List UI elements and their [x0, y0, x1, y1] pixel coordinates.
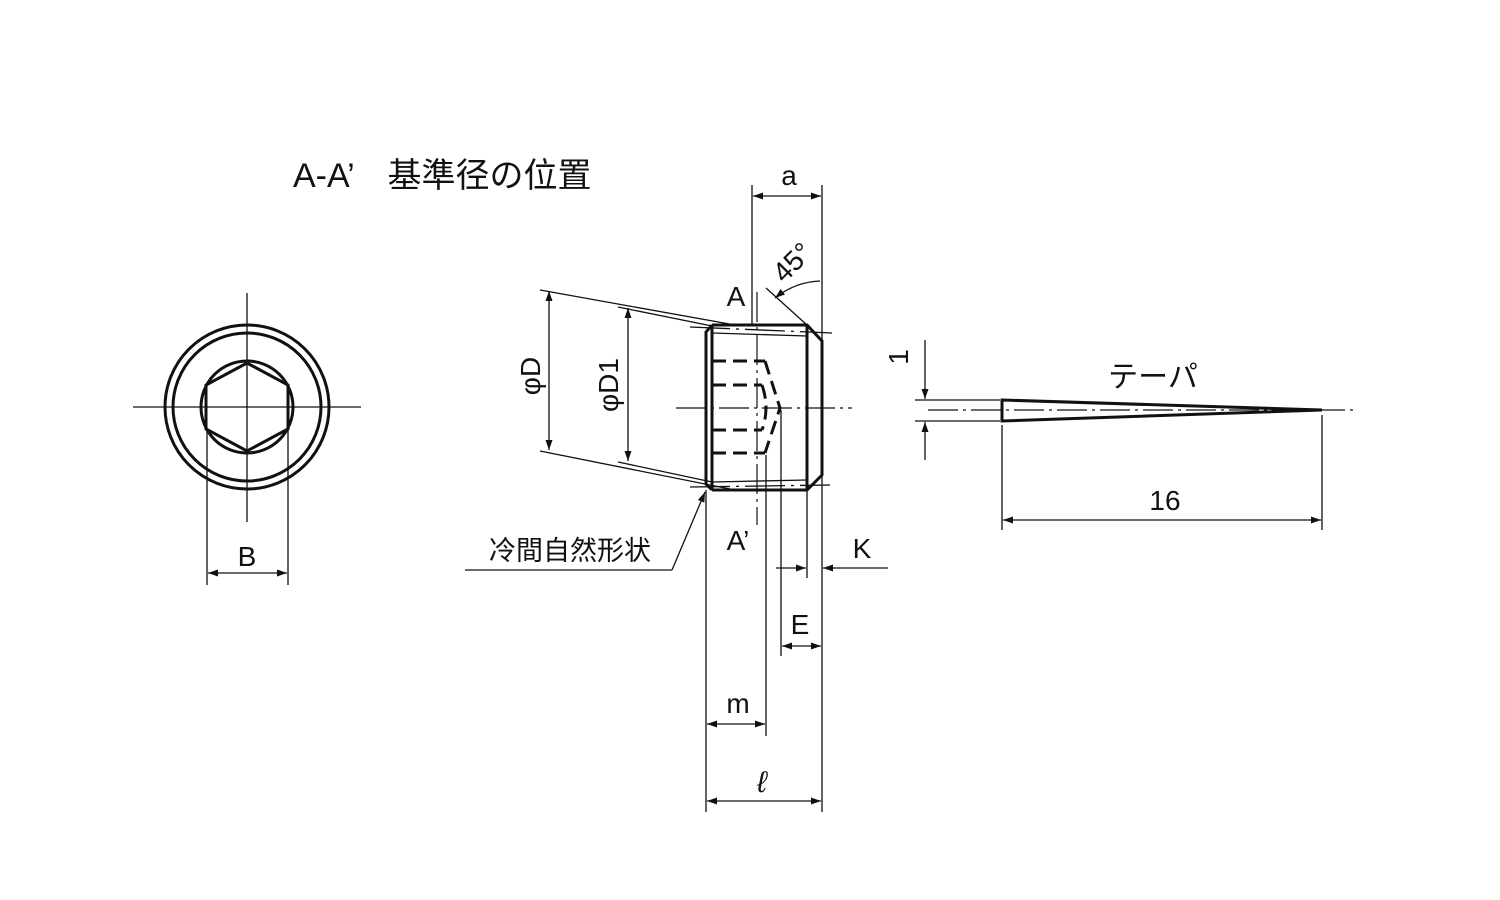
- label-section-a-prime: A’: [727, 525, 750, 556]
- leader-cold-forged: [671, 491, 706, 571]
- label-cold-forged: 冷間自然形状: [489, 536, 651, 566]
- drawing-title: A-A’ 基準径の位置: [293, 157, 591, 195]
- label-taper: テーパ: [1108, 361, 1198, 394]
- label-k: K: [853, 533, 872, 564]
- side-view: A A’ a 45° φD φD1 冷間自然形状 K: [465, 160, 888, 812]
- label-b: B: [238, 541, 257, 572]
- label-phi-d: φD: [515, 357, 546, 395]
- label-taper-rise: 1: [883, 349, 914, 365]
- angle-arc: [774, 280, 821, 299]
- label-length: ℓ: [756, 766, 768, 799]
- taper-diagram: 1 テーパ 16: [883, 340, 1355, 530]
- label-a: a: [781, 160, 797, 191]
- label-taper-run: 16: [1149, 485, 1180, 516]
- label-e: E: [791, 609, 810, 640]
- label-m: m: [726, 688, 749, 719]
- label-phi-d1: φD1: [593, 358, 624, 412]
- label-angle: 45°: [766, 236, 818, 288]
- taper-wedge: [1000, 398, 1323, 423]
- label-section-a: A: [727, 281, 746, 312]
- end-view: B: [133, 293, 361, 585]
